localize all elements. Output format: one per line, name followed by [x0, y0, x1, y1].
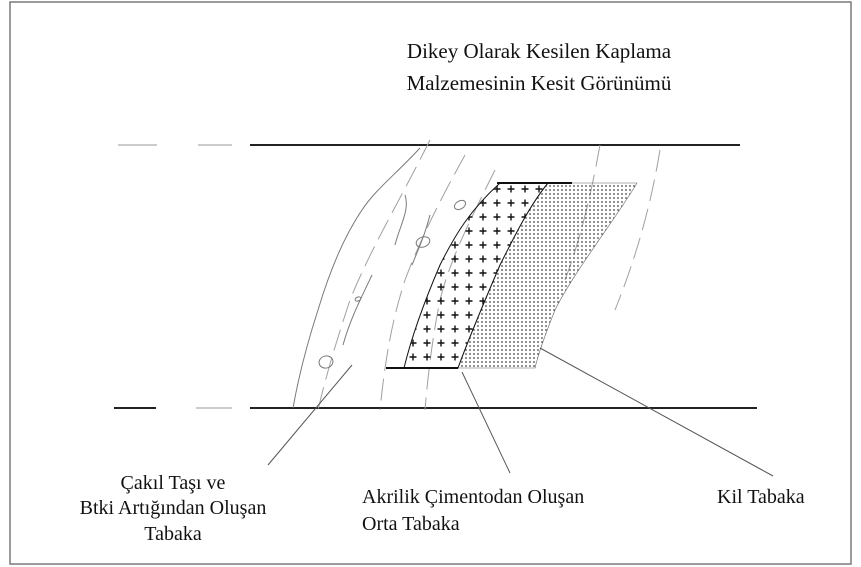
pebble [415, 236, 431, 248]
pebble [354, 296, 362, 302]
label-gravel-line-2: Btki Artığından Oluşan [80, 497, 267, 519]
label-gravel-layer: Çakıl Taşı ve Btki Artığından Oluşan Tab… [80, 472, 267, 545]
label-acrylic-layer: Akrilik Çimentodan Oluşan Orta Tabaka [362, 486, 584, 535]
leader-gravel [267, 364, 353, 466]
label-gravel-line-1: Çakıl Taşı ve [121, 472, 226, 494]
gravel-layer-shape [292, 147, 467, 409]
label-acrylic-line-2: Orta Tabaka [362, 513, 460, 535]
pebble [318, 355, 334, 369]
label-clay-line-1: Kil Tabaka [717, 486, 805, 508]
label-gravel-line-3: Tabaka [144, 523, 202, 545]
label-clay-layer: Kil Tabaka [717, 486, 805, 508]
leader-acrylic [461, 371, 511, 474]
title-line-2: Malzemesinin Kesit Görünümü [407, 71, 672, 95]
leader-clay [539, 347, 774, 477]
title-line-1: Dikey Olarak Kesilen Kaplama [407, 39, 672, 63]
diagram-frame [9, 1, 852, 565]
leader-lines [267, 347, 774, 477]
pebble [453, 199, 467, 211]
label-acrylic-line-1: Akrilik Çimentodan Oluşan [362, 486, 584, 508]
diagram-title: Dikey Olarak Kesilen Kaplama Malzemesini… [407, 39, 672, 95]
